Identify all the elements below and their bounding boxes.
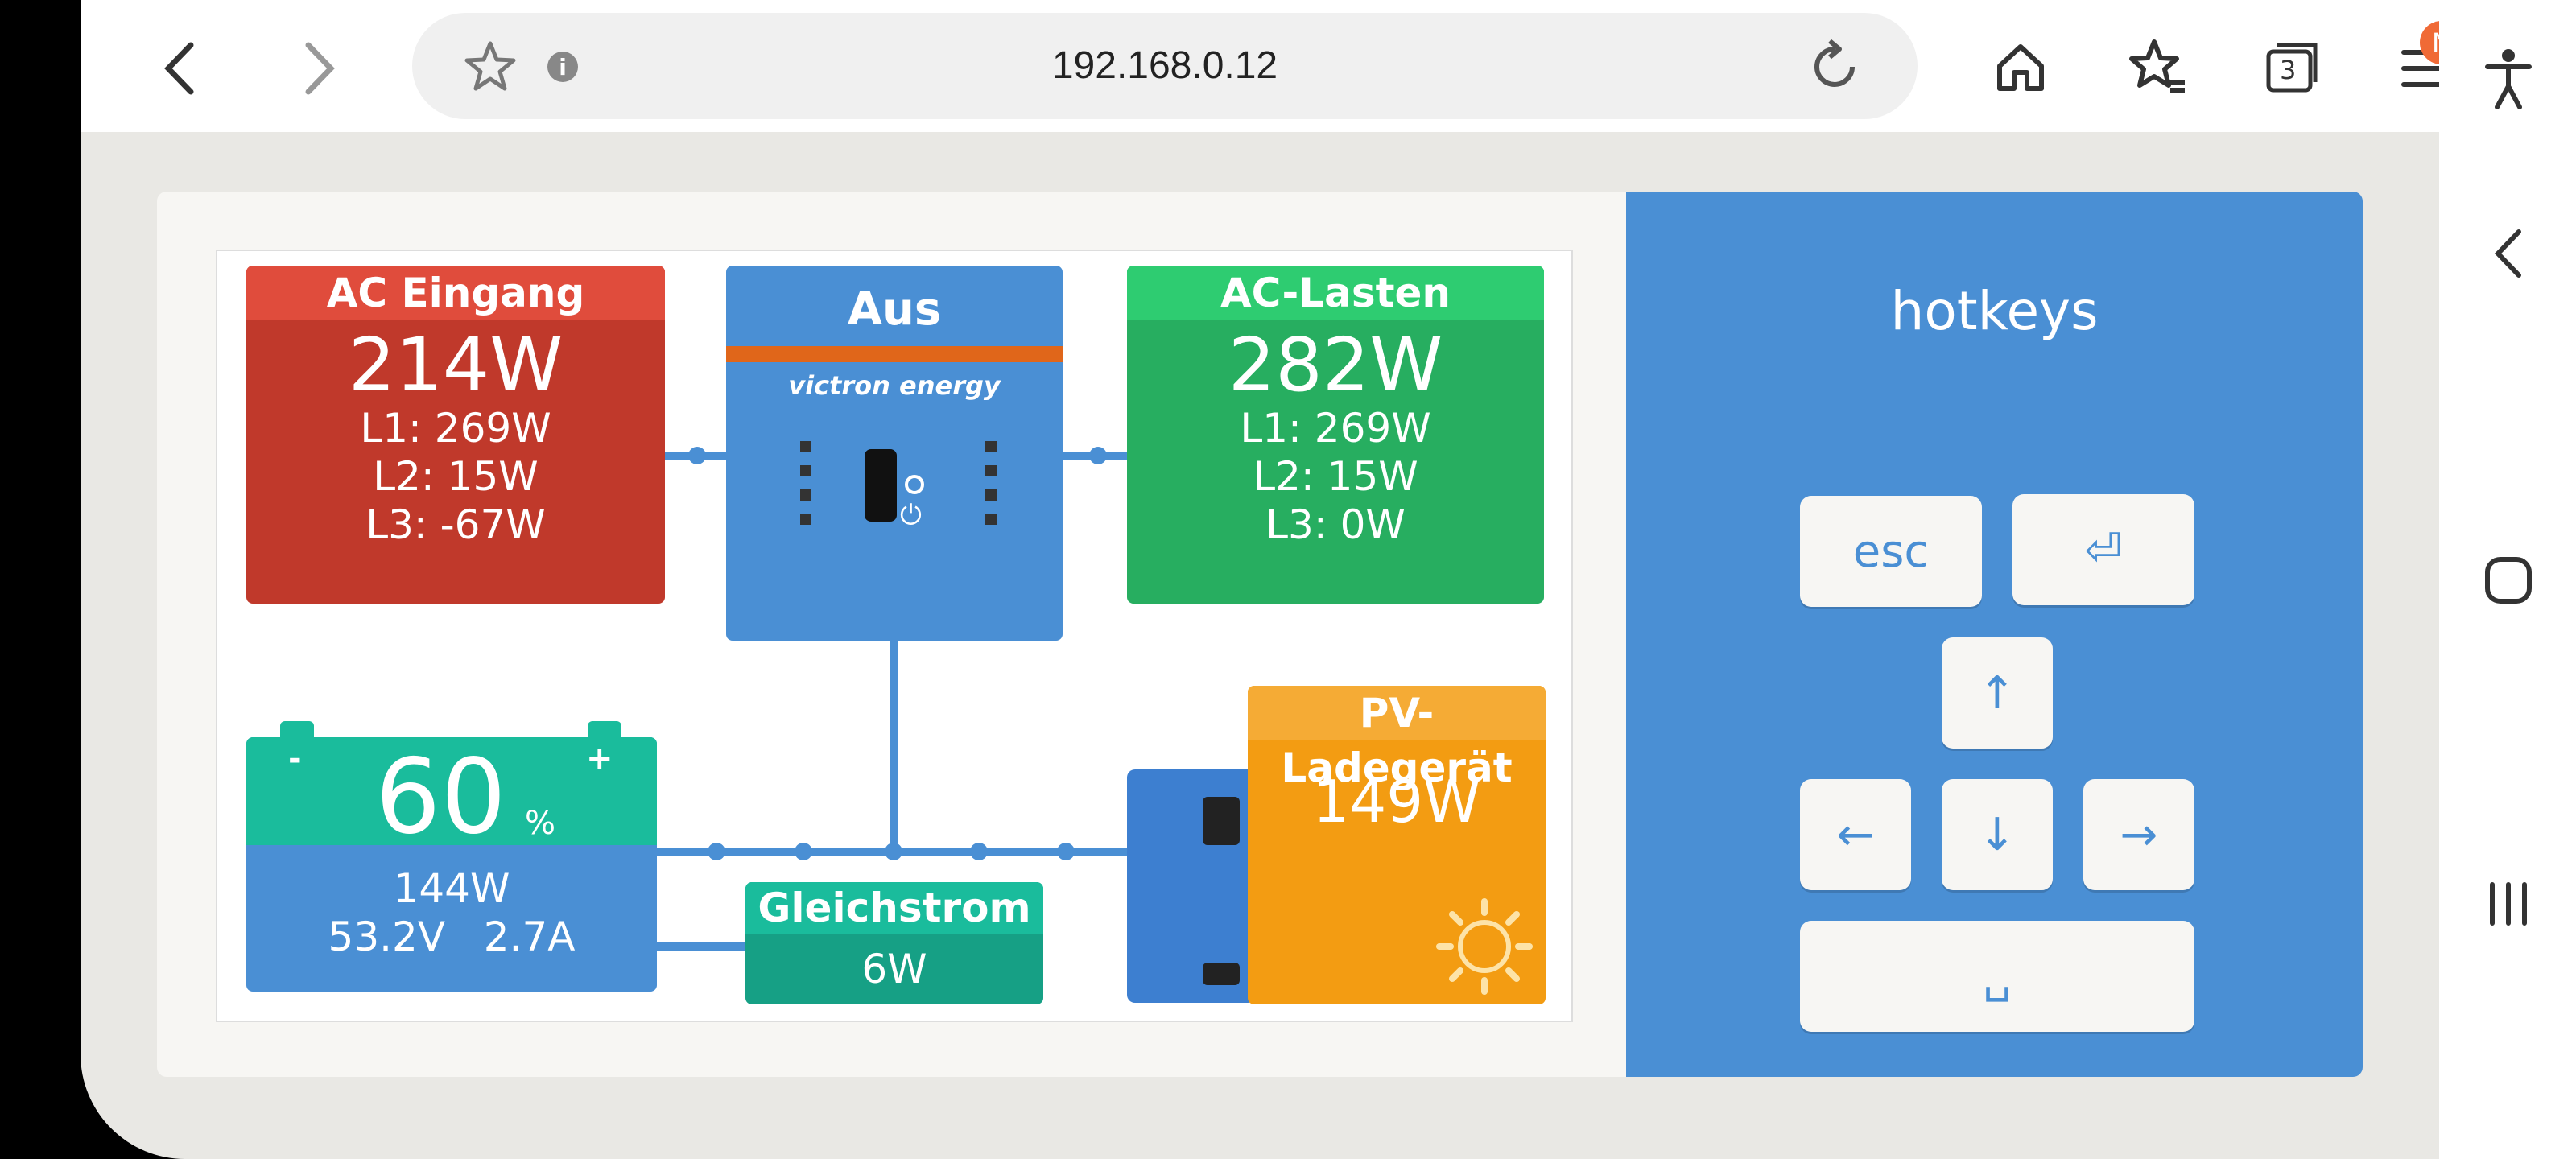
up-key[interactable]: ↑ — [1942, 637, 2053, 749]
back-button[interactable] — [145, 32, 217, 105]
forward-icon — [305, 42, 335, 95]
dc-power: 6W — [861, 946, 927, 992]
battery-terminal-minus — [280, 721, 314, 739]
ac-input-l1: L1: 269W — [360, 405, 551, 452]
esc-key[interactable]: esc — [1800, 496, 1982, 607]
space-key[interactable]: ␣ — [1800, 921, 2194, 1032]
home-icon[interactable] — [1988, 35, 2053, 100]
forward-button[interactable] — [282, 32, 354, 105]
inverter-state: Aus — [847, 283, 942, 336]
ac-loads-l3: L3: 0W — [1265, 501, 1406, 548]
system-overview: AC Eingang 214W L1: 269W L2: 15W L3: -67… — [216, 250, 1573, 1022]
battery-voltage: 53.2V — [328, 914, 446, 960]
tab-count: 3 — [2280, 55, 2297, 85]
left-key[interactable]: ← — [1800, 779, 1911, 890]
mppt-port — [1203, 963, 1240, 985]
battery-soc-band: - + 60 % — [246, 737, 657, 850]
ac-input-l3: L3: -67W — [365, 501, 546, 548]
inverter-switch — [865, 449, 897, 522]
battery-soc-unit: % — [525, 805, 556, 842]
back-icon — [164, 42, 194, 95]
dc-box[interactable]: Gleichstrom 6W — [745, 882, 1043, 1004]
accessibility-icon[interactable] — [2468, 42, 2549, 114]
address-bar[interactable]: i 192.168.0.12 — [412, 13, 1918, 119]
battery-plus: + — [586, 740, 613, 777]
victron-logo-text: victron energy — [788, 370, 1001, 401]
battery-current: 2.7A — [483, 914, 576, 960]
inverter-box[interactable]: Aus victron energy ⏻ — [726, 266, 1063, 641]
led-column-left — [800, 441, 811, 530]
battery-minus: - — [288, 740, 302, 777]
ac-loads-box[interactable]: AC-Lasten 282W L1: 269W L2: 15W L3: 0W — [1127, 266, 1544, 604]
ac-loads-l1: L1: 269W — [1240, 405, 1431, 452]
pv-charger-title: PV-Ladegerät — [1248, 686, 1546, 791]
enter-key[interactable]: ⏎ — [2013, 494, 2194, 605]
sun-icon — [1436, 898, 1533, 995]
battery-box[interactable]: - + 60 % 144W 53.2V 2.7A — [246, 737, 657, 992]
nav-home-icon[interactable] — [2468, 544, 2549, 617]
ac-input-l2: L2: 15W — [373, 453, 539, 500]
ac-input-power: 214W — [348, 322, 564, 408]
ac-loads-title: AC-Lasten — [1127, 266, 1544, 320]
reload-icon[interactable] — [1805, 37, 1864, 97]
right-key[interactable]: → — [2083, 779, 2194, 890]
pv-charger-box[interactable]: PV-Ladegerät 149W — [1248, 686, 1546, 1004]
hotkeys-panel: hotkeys esc ⏎ ↑ ← ↓ → ␣ — [1626, 192, 2363, 1077]
battery-terminal-plus — [588, 721, 621, 739]
mppt-display — [1203, 797, 1240, 845]
nav-back-icon[interactable] — [2468, 217, 2549, 290]
bookmarks-icon[interactable] — [2125, 35, 2190, 100]
pv-charger-power: 149W — [1312, 768, 1481, 835]
system-nav-bar — [2439, 0, 2576, 1159]
browser-toolbar: i 192.168.0.12 3 N — [80, 0, 2439, 132]
mppt-device-image — [1127, 769, 1256, 1003]
battery-power: 144W — [393, 865, 510, 912]
browser-viewport: i 192.168.0.12 3 N — [80, 0, 2439, 1159]
down-key[interactable]: ↓ — [1942, 779, 2053, 890]
nav-recents-icon[interactable] — [2468, 868, 2549, 940]
power-icon: ⏻ — [900, 499, 922, 531]
url-text[interactable]: 192.168.0.12 — [1051, 44, 1278, 87]
dc-title: Gleichstrom — [745, 882, 1043, 934]
inverter-switch-circle — [905, 475, 924, 494]
led-column-right — [985, 441, 997, 530]
ac-loads-power: 282W — [1228, 322, 1443, 408]
tabs-icon[interactable]: 3 — [2260, 35, 2325, 100]
victron-logo: victron energy — [726, 370, 1063, 401]
info-icon[interactable]: i — [547, 52, 578, 82]
hotkeys-title: hotkeys — [1890, 280, 2099, 342]
ac-loads-l2: L2: 15W — [1253, 453, 1418, 500]
battery-soc: 60 — [375, 737, 506, 857]
ac-input-box[interactable]: AC Eingang 214W L1: 269W L2: 15W L3: -67… — [246, 266, 665, 604]
star-icon[interactable] — [460, 37, 520, 97]
battery-vi: 53.2V 2.7A — [246, 913, 657, 961]
inverter-stripe — [726, 346, 1063, 362]
ac-input-title: AC Eingang — [246, 266, 665, 320]
